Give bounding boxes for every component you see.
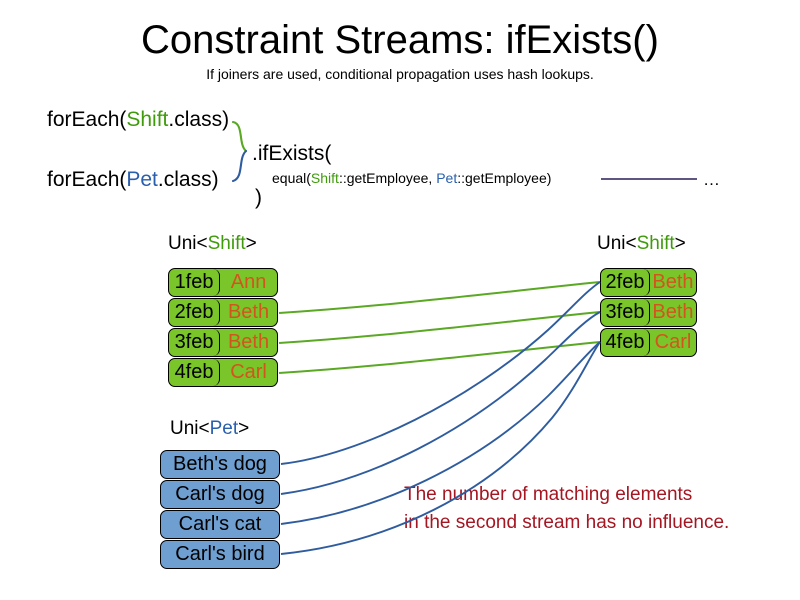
table-row[interactable]: 4feb Carl — [168, 358, 278, 387]
foreach-pet-type: Pet — [126, 168, 158, 191]
cell-date: 4feb — [601, 329, 650, 356]
uni-suffix: > — [245, 233, 257, 254]
code-foreach-pet: forEach(Pet.class) — [47, 168, 219, 192]
equal-right-type: Pet — [436, 170, 458, 186]
equal-prefix: equal( — [272, 170, 311, 186]
uni-type: Shift — [207, 233, 246, 254]
foreach-shift-suffix: .class) — [168, 108, 230, 131]
cell-name: Ann — [230, 271, 267, 293]
code-ellipsis: … — [703, 170, 720, 189]
table-row[interactable]: 2feb Beth — [168, 298, 278, 327]
code-ifexists-call: .ifExists( — [252, 142, 332, 165]
cell-name: Beth — [227, 331, 270, 353]
foreach-shift-type: Shift — [126, 108, 169, 131]
brace-blue-stroke — [231, 149, 248, 183]
cell-pet: Beth's dog — [173, 453, 267, 475]
label-uni-pet: Uni<Pet> — [170, 418, 249, 440]
uni-prefix: Uni< — [597, 233, 637, 254]
cell-date: 4feb — [169, 359, 221, 386]
foreach-pet-prefix: forEach( — [47, 168, 127, 191]
wire-green-3feb — [278, 311, 601, 344]
table-row[interactable]: 3feb Beth — [168, 328, 278, 357]
foreach-shift-prefix: forEach( — [47, 108, 127, 131]
cell-name: Carl — [230, 361, 267, 383]
cell-date: 3feb — [601, 299, 650, 326]
list-item[interactable]: Carl's bird — [160, 540, 280, 569]
cell-date: 2feb — [169, 299, 221, 326]
cell-name: Carl — [654, 331, 692, 353]
wire-blue-beths-dog — [280, 281, 601, 465]
cell-name: Beth — [652, 301, 694, 323]
table-row[interactable]: 4feb Carl — [600, 328, 697, 357]
page-title: Constraint Streams: ifExists() — [141, 18, 659, 62]
page-subtitle: If joiners are used, conditional propaga… — [206, 66, 594, 82]
list-item[interactable]: Carl's cat — [160, 510, 280, 539]
wire-blue-carls-dog — [280, 311, 601, 495]
cell-name: Beth — [227, 301, 270, 323]
cell-pet: Carl's bird — [175, 543, 265, 565]
annotation-line-2: in the second stream has no influence. — [404, 511, 730, 533]
table-row[interactable]: 3feb Beth — [600, 298, 697, 327]
list-item[interactable]: Beth's dog — [160, 450, 280, 479]
cell-date: 3feb — [169, 329, 221, 356]
annotation-text: The number of matching elements in the s… — [404, 481, 729, 536]
label-uni-shift-right: Uni<Shift> — [597, 233, 686, 255]
cell-pet: Carl's cat — [178, 513, 262, 535]
brace-green-stroke — [231, 120, 248, 153]
label-uni-shift-left: Uni<Shift> — [168, 233, 257, 255]
cell-date: 2feb — [601, 269, 650, 296]
annotation-line-1: The number of matching elements — [404, 484, 693, 505]
foreach-pet-suffix: .class) — [157, 168, 219, 191]
wire-green-4feb — [278, 341, 601, 374]
cell-name: Beth — [652, 271, 694, 293]
uni-prefix: Uni< — [168, 233, 208, 254]
uni-type: Pet — [209, 418, 239, 439]
uni-suffix: > — [674, 233, 686, 254]
code-equal-joiner: equal(Shift::getEmployee, Pet::getEmploy… — [272, 170, 551, 186]
wire-green-2feb — [278, 281, 601, 314]
code-foreach-shift: forEach(Shift.class) — [47, 108, 229, 132]
uni-type: Shift — [636, 233, 675, 254]
equal-left-method: ::getEmployee, — [338, 170, 437, 186]
equal-left-type: Shift — [310, 170, 339, 186]
table-row[interactable]: 1feb Ann — [168, 268, 278, 297]
cell-date: 1feb — [169, 269, 221, 296]
code-close-paren: ) — [255, 186, 262, 209]
equal-right-method: ::getEmployee) — [457, 170, 552, 186]
table-row[interactable]: 2feb Beth — [600, 268, 697, 297]
uni-suffix: > — [238, 418, 250, 439]
cell-pet: Carl's dog — [175, 483, 265, 505]
uni-prefix: Uni< — [170, 418, 210, 439]
list-item[interactable]: Carl's dog — [160, 480, 280, 509]
